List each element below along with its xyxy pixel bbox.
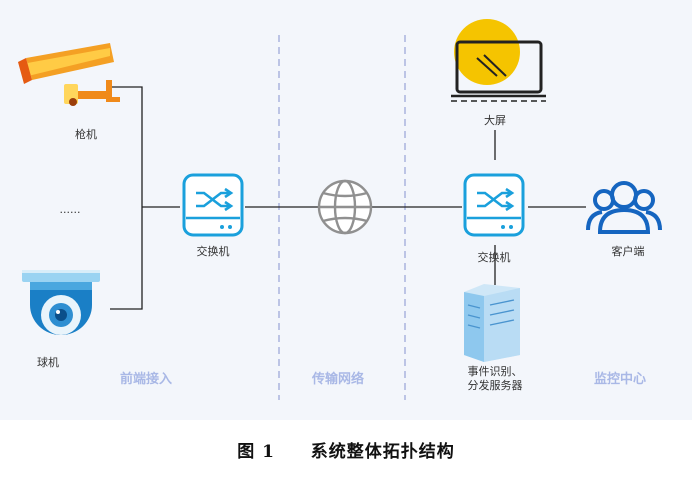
switch-left-label: 交换机 <box>196 245 230 258</box>
server-label-line2: 分发服务器 <box>467 379 523 392</box>
clients-label: 客户端 <box>611 245 645 258</box>
server-label-line1: 事件识别、 <box>467 365 523 378</box>
connection-lines <box>110 86 586 310</box>
switch-right-icon <box>463 173 525 237</box>
server-icon <box>464 284 520 362</box>
gun-camera-label: 枪机 <box>75 128 97 141</box>
figure-caption: 图 1 系统整体拓扑结构 <box>0 437 692 462</box>
dome-camera-icon <box>22 270 100 335</box>
zone-monitor: 监控中心 <box>594 372 647 387</box>
gun-camera-icon <box>18 43 120 106</box>
switch-right-label: 交换机 <box>477 251 511 264</box>
switch-left-icon <box>182 173 244 237</box>
zone-frontend: 前端接入 <box>120 372 173 387</box>
caption-number: 图 1 <box>237 442 275 462</box>
topology-diagram: 枪机 ...... 球机 交换机 大屏 交换机 客户端 事件识别、 分发服务器 … <box>0 0 692 420</box>
diagram-graphics <box>18 19 662 400</box>
zone-network: 传输网络 <box>312 372 365 387</box>
big-screen-label: 大屏 <box>484 114 506 127</box>
caption-title: 系统整体拓扑结构 <box>310 442 455 462</box>
ellipsis-label: ...... <box>59 203 81 216</box>
big-screen-icon <box>451 19 546 102</box>
dome-camera-label: 球机 <box>37 356 59 369</box>
clients-icon <box>586 181 662 234</box>
network-globe-icon <box>317 179 373 235</box>
